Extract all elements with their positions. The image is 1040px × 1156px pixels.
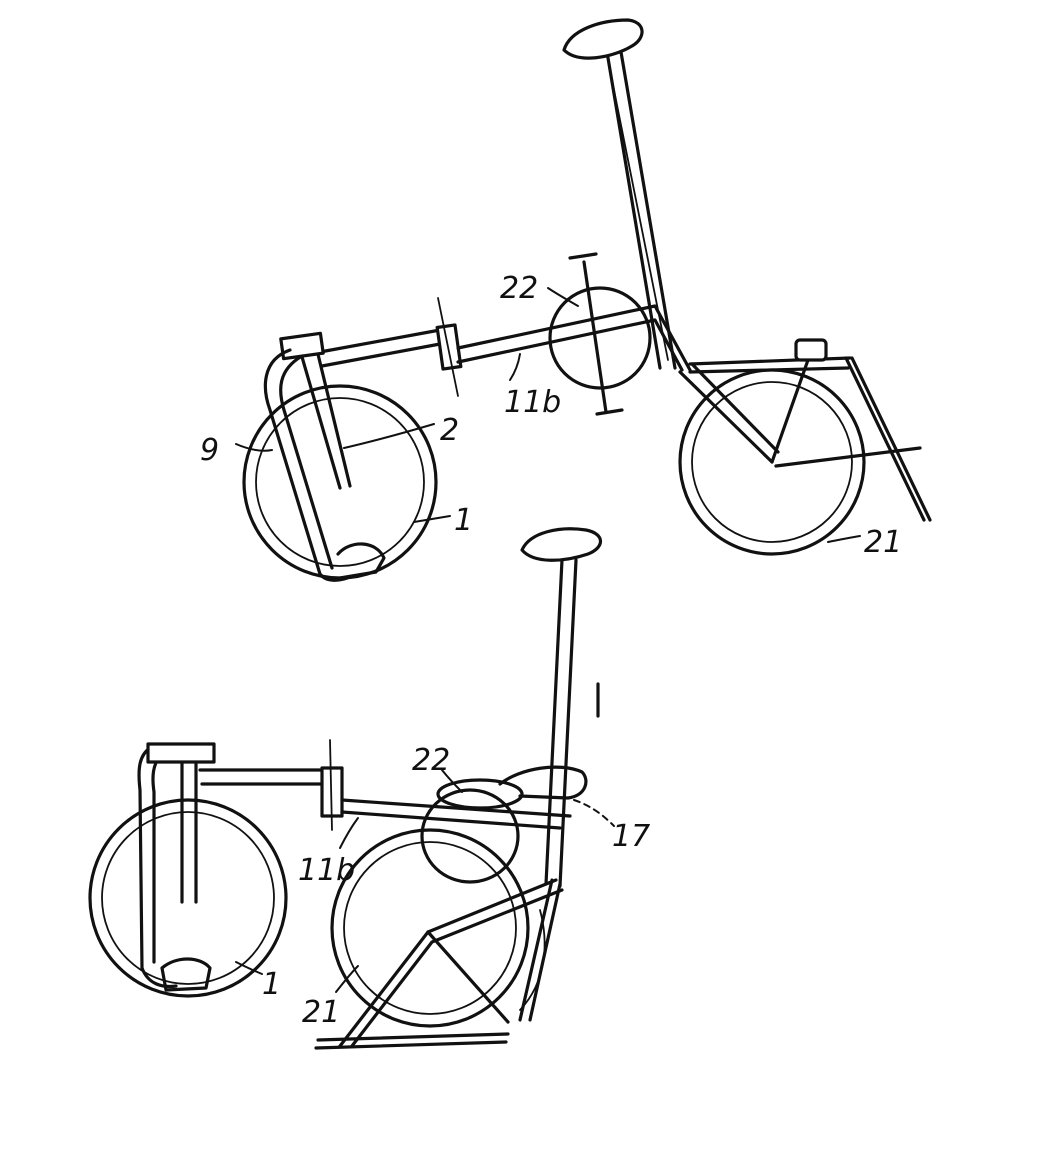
label-22-top: 22 [500,271,538,306]
folded-rear-stays [314,878,564,1050]
pedal-crank [568,252,624,416]
label-22-bottom: 22 [412,743,450,778]
folded-front-wheel [88,798,288,998]
folded-bicycle-view: 22 17 11b 1 21 [88,527,650,1050]
label-9: 9 [200,433,219,468]
front-fork [279,331,352,490]
main-frame-beam [318,297,692,397]
folded-seat-post [520,527,603,888]
bottom-view-annotations: 22 17 11b 1 21 [235,743,650,1030]
folded-main-beam [198,739,572,831]
folding-bracket [263,348,386,582]
label-21-top: 21 [864,525,902,560]
label-11b-bottom: 11b [298,853,355,888]
label-2: 2 [440,413,459,448]
label-17: 17 [612,819,650,854]
chainring [548,286,652,390]
rear-stays [678,338,932,522]
folded-rear-wheel [330,828,530,1028]
label-1-top: 1 [454,503,473,538]
label-1-bottom: 1 [262,967,281,1002]
unfolded-bicycle-view: 22 11b 9 2 1 21 [200,18,932,582]
folded-chainring [420,778,524,884]
folded-fork [137,742,216,992]
seat-post [562,18,677,370]
label-11b-top: 11b [504,385,561,420]
label-21-bottom: 21 [302,995,340,1030]
top-view-annotations: 22 11b 9 2 1 21 [200,271,902,560]
hinge [498,765,588,800]
